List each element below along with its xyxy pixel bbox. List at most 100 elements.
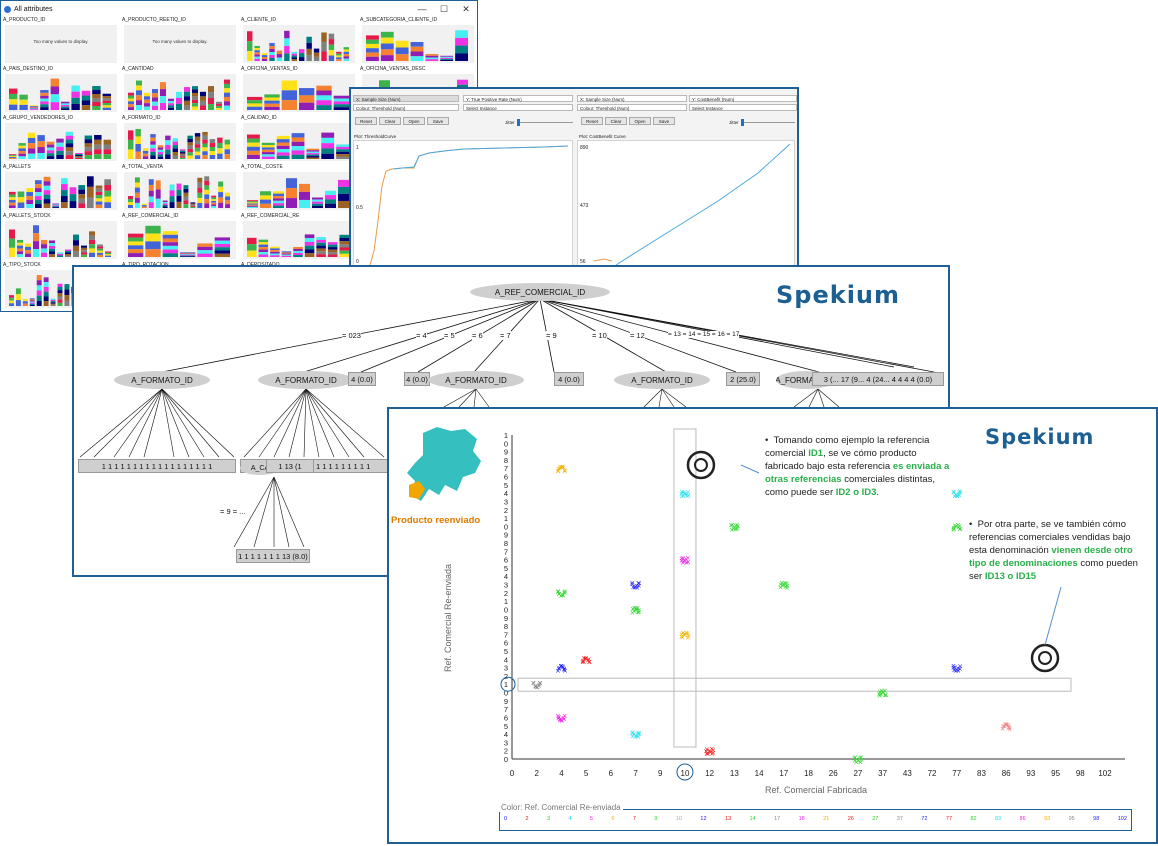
y-tick-label: 2: [504, 506, 508, 515]
attribute-cell[interactable]: A_TOTAL_COSTE: [241, 164, 359, 214]
attribute-label: A_TOTAL_COSTE: [241, 164, 283, 170]
highlight-text: ID2 o ID3: [835, 487, 877, 498]
tree-leaf-group[interactable]: 3 (... 17 (9... 4 (24... 4 4 4 4 (0.0): [812, 372, 944, 386]
scatter-point: ×: [784, 582, 790, 590]
save-button[interactable]: Save: [427, 117, 449, 125]
costbenefit-curve: [593, 143, 791, 266]
tree-leaf[interactable]: 2 (25.0): [726, 372, 760, 386]
tree-node[interactable]: A_FORMATO_ID: [428, 371, 524, 389]
x-tick-label: 98: [1076, 769, 1085, 778]
tree-leaf[interactable]: 4 (0.0): [348, 372, 376, 386]
map-caption: Producto reenviado: [391, 515, 481, 526]
tree-leaf-row[interactable]: 1 1 1 1 1 1 1 1 1 1 1 1 1 1 1 1 1 1: [78, 459, 236, 473]
legend-value: 14: [749, 816, 756, 822]
scatter-point: ×: [636, 731, 642, 739]
bullet-text-part: .: [876, 487, 880, 498]
costbenefit-plot[interactable]: 890 473 56: [577, 140, 795, 267]
attribute-cell[interactable]: A_CLIENTE_ID: [241, 17, 359, 67]
y-tick-label: 1: [504, 431, 508, 440]
attribute-cell[interactable]: A_TOTAL_VENTA: [122, 164, 240, 214]
attribute-label: A_FORMATO_ID: [122, 115, 161, 121]
instance-select-right[interactable]: Select Instance: [689, 104, 797, 111]
y-tick-label: 9: [504, 614, 508, 623]
reset-button-right[interactable]: Reset: [581, 117, 603, 125]
tree-node[interactable]: A_FORMATO_ID: [114, 371, 210, 389]
tree-leaf[interactable]: 1 13 (1: [266, 459, 314, 473]
y-tick-label: 9: [504, 697, 508, 706]
x-tick-label: 17: [779, 769, 788, 778]
attribute-label: A_TOTAL_VENTA: [122, 164, 163, 170]
scatter-point: ×: [680, 555, 686, 563]
y-tick-label: 4: [504, 489, 508, 498]
x-axis-select[interactable]: X: Sample Size (Num): [353, 95, 459, 102]
tree-leaf[interactable]: 4 (0.0): [554, 372, 584, 386]
colour-select-right[interactable]: Colour: Threshold (Num): [577, 104, 687, 111]
legend-value: 102: [1117, 816, 1127, 822]
scatter-point: ×: [851, 755, 857, 763]
scatter-point: ×: [703, 747, 709, 755]
attribute-label: A_REF_COMERCIAL_RE: [241, 213, 300, 219]
scatter-point: ×: [636, 582, 642, 590]
tree-node[interactable]: A_FORMATO_ID: [258, 371, 354, 389]
clear-button[interactable]: Clear: [379, 117, 401, 125]
scatter-point: ×: [561, 665, 567, 673]
jitter-slider-thumb[interactable]: [517, 119, 520, 126]
histogram-bars: [247, 80, 349, 110]
attribute-cell[interactable]: A_REF_COMERCIAL_RE: [241, 213, 359, 263]
scatter-point: ×: [877, 688, 883, 696]
minimize-icon[interactable]: —: [417, 3, 427, 14]
bullet-id1: • Tomando como ejemplo la referencia com…: [765, 434, 951, 499]
tree-root-node[interactable]: A_REF_COMERCIAL_ID: [470, 283, 610, 301]
attribute-cell[interactable]: A_PAIS_DESTINO_ID: [3, 66, 121, 116]
attribute-cell[interactable]: A_REF_COMERCIAL_ID: [122, 213, 240, 263]
highlight-text: es enviada a otras referencias: [765, 461, 950, 485]
threshold-plot[interactable]: 1 0.5 0: [353, 140, 573, 267]
scatter-point: ×: [782, 579, 788, 587]
y-tick: 0.5: [356, 205, 363, 211]
scatter-point: ×: [636, 580, 642, 588]
attribute-cell[interactable]: A_CANTIDAD: [122, 66, 240, 116]
instance-select[interactable]: Select Instance: [463, 104, 573, 111]
scatter-point: ×: [555, 467, 561, 475]
tree-leaf[interactable]: 4 (0.0): [404, 372, 430, 386]
attribute-cell[interactable]: A_FORMATO_ID: [122, 115, 240, 165]
attribute-cell[interactable]: A_PALLETS_STOCK: [3, 213, 121, 263]
scatter-point: ×: [630, 605, 636, 613]
jitter-slider-thumb[interactable]: [741, 119, 744, 126]
x-tick-label: 14: [755, 769, 764, 778]
clear-button-right[interactable]: Clear: [605, 117, 627, 125]
close-icon[interactable]: ✕: [462, 3, 470, 14]
edge-label: = 9 = ...: [220, 507, 246, 516]
attribute-cell[interactable]: A_SUBCATEGORIA_CLIENTE_ID: [360, 17, 475, 67]
y-axis-select[interactable]: Y: True Positive Rate (Num): [463, 95, 573, 102]
histogram-bars: [9, 78, 111, 110]
histogram-bars: [366, 30, 468, 61]
scatter-point: ×: [953, 667, 959, 675]
open-button-right[interactable]: Open: [629, 117, 651, 125]
attribute-cell[interactable]: A_CALIDAD_ID: [241, 115, 359, 165]
maximize-icon[interactable]: ☐: [439, 3, 449, 14]
legend-value: 2: [525, 816, 529, 822]
x-axis-select-right[interactable]: X: Sample Size (Num): [577, 95, 687, 102]
open-button[interactable]: Open: [403, 117, 425, 125]
colour-select[interactable]: Colour: Threshold (Num): [353, 104, 459, 111]
x-tick-label: 72: [928, 769, 937, 778]
jitter-slider-right[interactable]: [741, 119, 795, 126]
tree-node[interactable]: A_FORMATO_ID: [614, 371, 710, 389]
attribute-histogram: [362, 25, 474, 63]
attribute-histogram: [124, 172, 236, 210]
save-button-right[interactable]: Save: [653, 117, 675, 125]
jitter-slider[interactable]: [517, 119, 573, 126]
attribute-cell[interactable]: A_PALLETS: [3, 164, 121, 214]
reset-button[interactable]: Reset: [355, 117, 377, 125]
scatter-point: ×: [733, 526, 739, 534]
y-axis-select-right[interactable]: Y: CostBenefit (Num): [689, 95, 797, 102]
attribute-cell[interactable]: A_GRUPO_VENDEDORES_ID: [3, 115, 121, 165]
tree-leaf-row[interactable]: 1 1 1 1 1 1 1 13 (8.0): [236, 549, 310, 563]
scatter-point: ×: [630, 732, 636, 740]
attribute-cell[interactable]: A_OFICINA_VENTAS_ID: [241, 66, 359, 116]
